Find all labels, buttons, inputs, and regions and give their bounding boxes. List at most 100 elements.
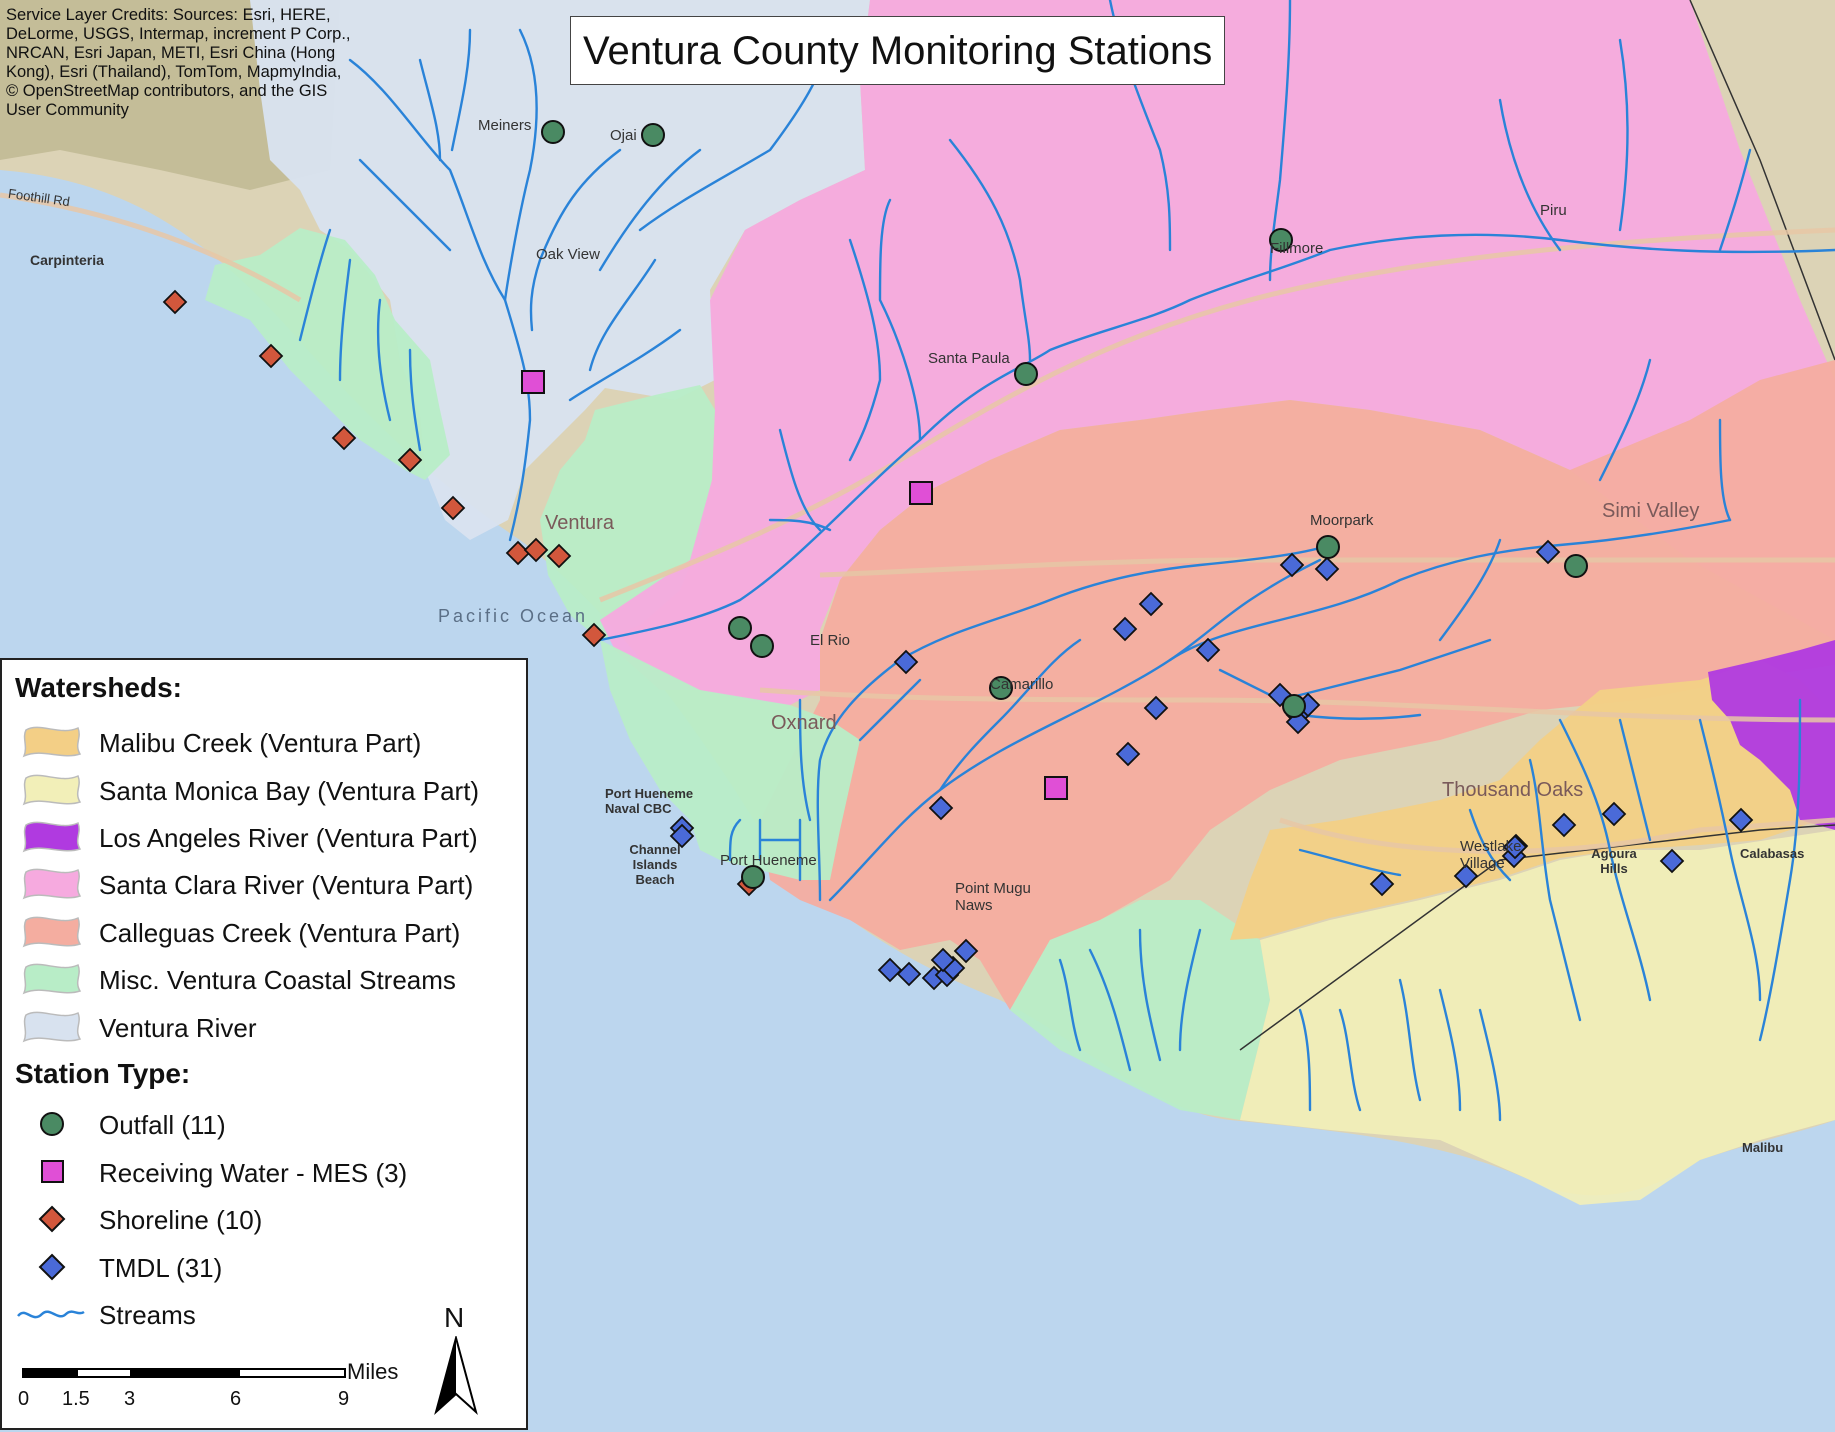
tmdl-station-marker[interactable] bbox=[1279, 552, 1305, 578]
outfall-circle-icon bbox=[40, 1112, 64, 1136]
ventura-river-watershed bbox=[250, 0, 870, 540]
tmdl-station-marker[interactable] bbox=[1453, 863, 1479, 889]
tmdl-station-marker[interactable] bbox=[1138, 591, 1164, 617]
scale-tick-4: 9 bbox=[338, 1388, 350, 1410]
scale-tick-0: 0 bbox=[18, 1388, 30, 1410]
shoreline-station-marker[interactable] bbox=[523, 537, 549, 563]
legend-watershed-calleguas-creek: Calleguas Creek (Ventura Part) bbox=[2, 910, 522, 954]
stations-layer bbox=[162, 120, 1754, 991]
place-agoura-hills: Agoura Hills bbox=[1591, 846, 1637, 876]
receiving-water-station-marker[interactable] bbox=[1044, 776, 1068, 800]
place-point-mugu: Point Mugu Naws bbox=[955, 880, 1031, 914]
tmdl-station-marker[interactable] bbox=[930, 947, 956, 973]
misc-coastal-swatch-icon bbox=[22, 963, 82, 995]
tmdl-station-marker[interactable] bbox=[896, 961, 922, 987]
legend-stations-heading: Station Type: bbox=[15, 1058, 191, 1089]
streams bbox=[298, 0, 1835, 1122]
tmdl-station-marker[interactable] bbox=[953, 938, 979, 964]
outfall-station-marker[interactable] bbox=[728, 616, 752, 640]
tmdl-station-marker[interactable] bbox=[893, 649, 919, 675]
shoreline-station-marker[interactable] bbox=[258, 343, 284, 369]
place-malibu: Malibu bbox=[1742, 1140, 1784, 1155]
tmdl-station-marker[interactable] bbox=[1195, 637, 1221, 663]
tmdl-station-marker[interactable] bbox=[1369, 871, 1395, 897]
shoreline-station-marker[interactable] bbox=[397, 447, 423, 473]
scale-seg-2 bbox=[76, 1368, 132, 1378]
shoreline-station-marker[interactable] bbox=[440, 495, 466, 521]
receiving-water-station-marker[interactable] bbox=[521, 370, 545, 394]
place-channel-islands: Channel Islands Beach bbox=[629, 842, 681, 887]
north-arrow: N bbox=[432, 1302, 482, 1416]
outfall-station-marker[interactable] bbox=[750, 634, 774, 658]
outfall-station-marker[interactable] bbox=[1564, 554, 1588, 578]
outfall-station-marker[interactable] bbox=[1282, 694, 1306, 718]
legend-watershed-ventura-river: Ventura River bbox=[2, 1005, 522, 1049]
malibu-creek-swatch-icon bbox=[22, 726, 82, 758]
service-layer-credits: Service Layer Credits: Sources: Esri, HE… bbox=[6, 6, 351, 119]
tmdl-station-marker[interactable] bbox=[1551, 812, 1577, 838]
legend-label: Los Angeles River (Ventura Part) bbox=[99, 823, 478, 853]
tmdl-station-marker[interactable] bbox=[928, 795, 954, 821]
scale-tick-1: 1.5 bbox=[62, 1388, 90, 1410]
santa-monica-bay-swatch-icon bbox=[22, 774, 82, 806]
place-camarillo: Camarillo bbox=[990, 676, 1054, 693]
outfall-station-marker[interactable] bbox=[1014, 362, 1038, 386]
legend-label: Shoreline (10) bbox=[99, 1205, 263, 1235]
legend-label: Outfall (11) bbox=[99, 1110, 226, 1140]
tmdl-station-marker[interactable] bbox=[1659, 848, 1685, 874]
legend-watershed-santa-clara-river: Santa Clara River (Ventura Part) bbox=[2, 862, 522, 906]
tmdl-station-marker[interactable] bbox=[1115, 741, 1141, 767]
tmdl-station-marker[interactable] bbox=[669, 823, 695, 849]
legend-label: Santa Clara River (Ventura Part) bbox=[99, 870, 474, 900]
tmdl-station-marker[interactable] bbox=[1728, 807, 1754, 833]
receiving-water-station-marker[interactable] bbox=[909, 481, 933, 505]
legend-watershed-malibu-creek: Malibu Creek (Ventura Part) bbox=[2, 720, 522, 764]
shoreline-station-marker[interactable] bbox=[162, 289, 188, 315]
place-el-rio: El Rio bbox=[810, 632, 851, 649]
tmdl-station-marker[interactable] bbox=[877, 957, 903, 983]
outfall-station-marker[interactable] bbox=[1269, 228, 1293, 252]
outfall-station-marker[interactable] bbox=[641, 123, 665, 147]
tmdl-station-marker[interactable] bbox=[1314, 556, 1340, 582]
legend-label: TMDL (31) bbox=[99, 1253, 223, 1283]
shoreline-station-marker[interactable] bbox=[581, 622, 607, 648]
santa-clara-river-watershed bbox=[600, 0, 1835, 705]
shoreline-station-marker[interactable] bbox=[331, 425, 357, 451]
scale-seg-4 bbox=[238, 1368, 346, 1378]
shoreline-station-marker[interactable] bbox=[546, 543, 572, 569]
tmdl-station-marker[interactable] bbox=[1601, 801, 1627, 827]
place-santa-paula: Santa Paula bbox=[928, 350, 1010, 367]
tmdl-station-marker[interactable] bbox=[1143, 695, 1169, 721]
map-title: Ventura County Monitoring Stations bbox=[570, 16, 1226, 85]
north-arrow-icon bbox=[434, 1336, 478, 1416]
scale-tick-3: 6 bbox=[230, 1388, 242, 1410]
scale-unit: Miles bbox=[347, 1359, 399, 1384]
misc-coastal-oxnard bbox=[600, 640, 860, 880]
outfall-station-marker[interactable] bbox=[741, 865, 765, 889]
outfall-station-marker[interactable] bbox=[989, 676, 1013, 700]
place-calabasas: Calabasas bbox=[1740, 846, 1805, 861]
legend-label: Streams bbox=[99, 1300, 196, 1330]
santa-clara-river-swatch-icon bbox=[22, 868, 82, 900]
basemap-mountains bbox=[0, 0, 340, 190]
outfall-station-marker[interactable] bbox=[1316, 535, 1340, 559]
place-westlake: Westlake Village bbox=[1460, 838, 1522, 872]
legend-watershed-misc-coastal: Misc. Ventura Coastal Streams bbox=[2, 957, 522, 1001]
misc-coastal-east bbox=[1010, 900, 1270, 1120]
place-piru: Piru bbox=[1540, 202, 1567, 219]
tmdl-station-marker[interactable] bbox=[1112, 616, 1138, 642]
los-angeles-river-swatch-icon bbox=[22, 821, 82, 853]
tmdl-station-marker[interactable] bbox=[1535, 539, 1561, 565]
place-fillmore: Fillmore bbox=[1270, 240, 1324, 257]
place-thousand-oaks: Thousand Oaks bbox=[1442, 779, 1584, 801]
outfall-station-marker[interactable] bbox=[541, 120, 565, 144]
tmdl-station-marker[interactable] bbox=[1502, 834, 1528, 860]
santa-monica-bay-watershed bbox=[1240, 830, 1835, 1205]
legend-label: Calleguas Creek (Ventura Part) bbox=[99, 918, 461, 948]
place-oxnard: Oxnard bbox=[771, 712, 837, 734]
legend-panel: Watersheds: Malibu Creek (Ventura Part) … bbox=[0, 658, 528, 1430]
place-meiners: Meiners bbox=[478, 117, 532, 134]
place-carpinteria: Carpinteria bbox=[30, 252, 104, 268]
